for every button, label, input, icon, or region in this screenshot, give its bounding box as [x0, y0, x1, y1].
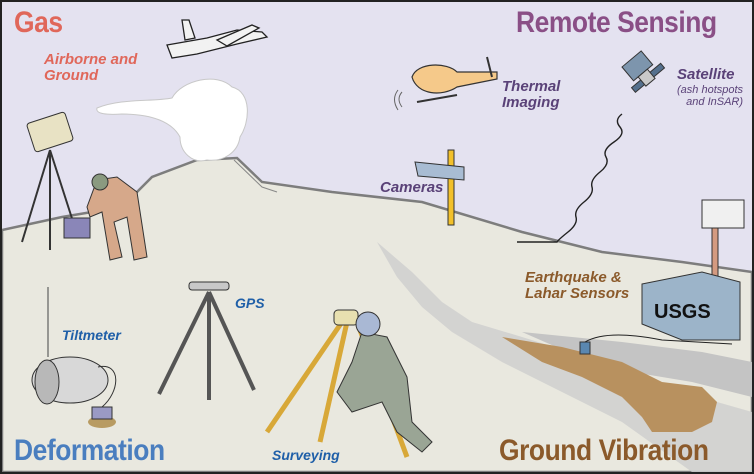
label-gps: GPS [235, 295, 265, 311]
tiltmeter-icon [31, 287, 117, 428]
category-title-deformation: Deformation [14, 434, 165, 467]
label-line: Lahar Sensors [525, 284, 630, 302]
label-satellite-note: (ash hotspots and InSAR) [677, 84, 744, 108]
signal-wave [517, 113, 623, 243]
gas-plume [96, 78, 248, 162]
label-satellite: Satellite [677, 66, 735, 83]
label-airborne-and-ground: Airborne and Ground [44, 52, 137, 84]
usgs-sensor-box: USGS [641, 271, 741, 341]
label-line: Thermal [502, 78, 561, 95]
label-line: (ash hotspots [677, 84, 744, 96]
seismometer-icon [579, 341, 591, 355]
solar-panel-icon [701, 199, 745, 283]
geologist-figure [86, 173, 148, 261]
usgs-logo-icon: USGS [654, 301, 711, 323]
label-earthquake-lahar-sensors: Earthquake & Lahar Sensors [525, 270, 629, 302]
surveyor-figure [336, 311, 433, 453]
lahar-flow [502, 337, 717, 432]
helicopter-icon [394, 56, 498, 111]
label-line: Earthquake & [525, 269, 622, 286]
airplane-icon [166, 19, 269, 59]
label-line: Airborne and [44, 51, 138, 68]
satellite-icon [621, 50, 666, 94]
label-cameras: Cameras [380, 179, 444, 196]
category-title-ground-vibration: Ground Vibration [499, 434, 709, 467]
label-line: Ground [44, 66, 99, 84]
camera-icon [414, 149, 465, 226]
label-thermal-imaging: Thermal Imaging [502, 79, 560, 111]
label-line: Imaging [502, 93, 560, 111]
label-surveying: Surveying [272, 447, 340, 463]
gas-spectrometer-icon [21, 111, 91, 250]
label-tiltmeter: Tiltmeter [62, 327, 121, 343]
category-title-remote-sensing: Remote Sensing [516, 6, 717, 39]
label-line: and InSAR) [686, 95, 744, 108]
gps-tripod-icon [157, 281, 256, 400]
category-title-gas: Gas [14, 6, 63, 39]
